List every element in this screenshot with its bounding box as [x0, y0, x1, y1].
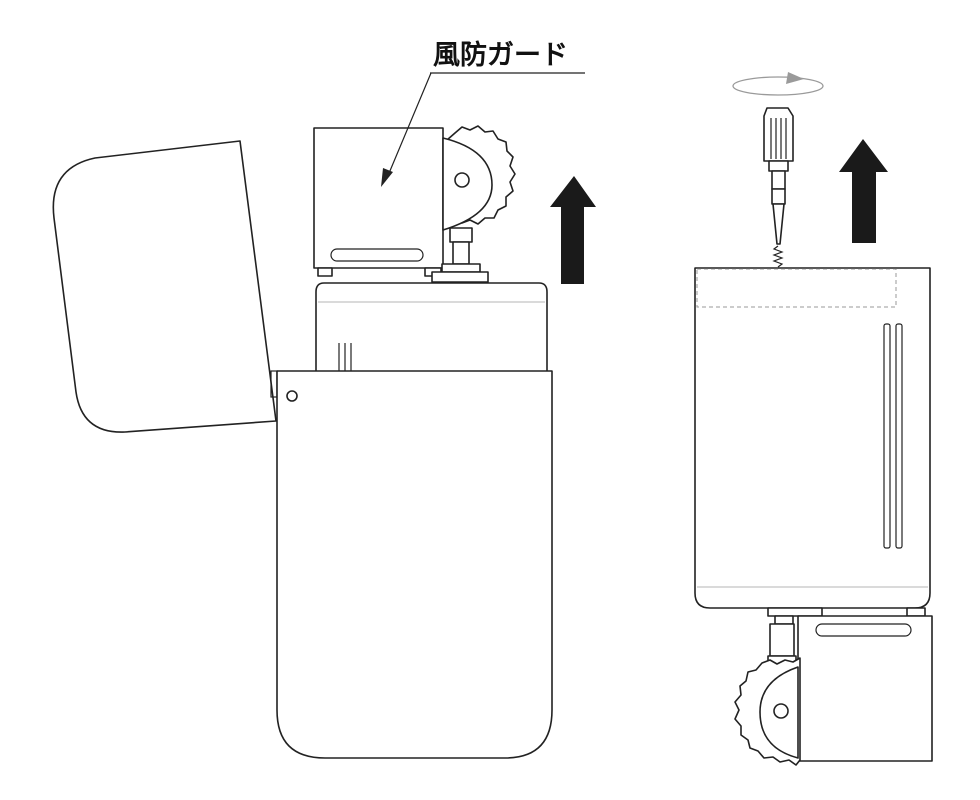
wind-guard: [313, 127, 444, 277]
hinge-pin: [286, 390, 298, 402]
fill-screw: [763, 107, 794, 268]
lighter-lid: [52, 140, 277, 433]
wind-guard-callout: 風防ガード: [381, 40, 585, 187]
rotation-arrowhead-icon: [786, 72, 804, 84]
flint-wheel: [431, 125, 516, 283]
inverted-inner-unit: [694, 72, 933, 766]
lighter-case: [276, 370, 553, 759]
rotation-indicator: [732, 72, 824, 96]
inverted-flint-wheel: [734, 657, 801, 766]
callout-arrowhead: [381, 168, 393, 187]
inner-unit: [315, 282, 548, 377]
callout-label: 風防ガード: [433, 40, 568, 71]
up-arrow-icon: [839, 139, 888, 243]
inverted-wind-guard: [797, 615, 933, 762]
up-arrow-icon: [550, 176, 596, 284]
open-lighter: [52, 125, 553, 759]
